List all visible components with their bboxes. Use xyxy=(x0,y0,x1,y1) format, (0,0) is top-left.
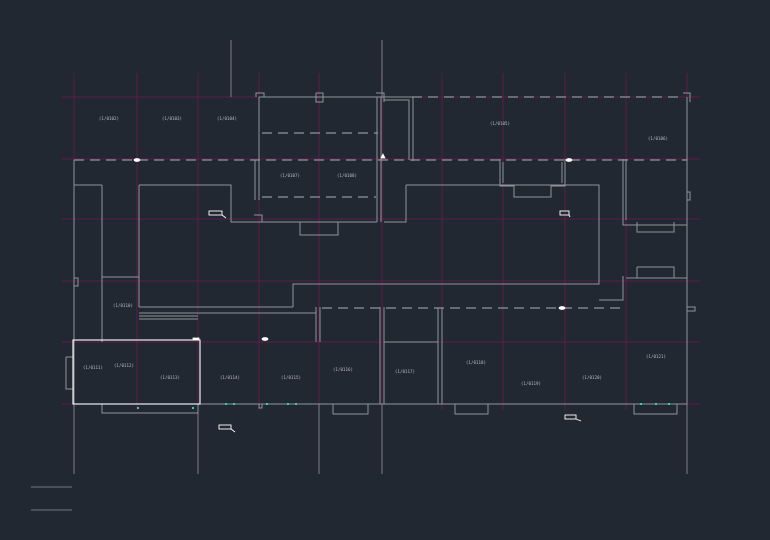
room-label: (1/0121) xyxy=(646,354,666,359)
room-label: (1/0105) xyxy=(490,121,510,126)
room-label: (1/0107) xyxy=(280,173,300,178)
room-labels: (1/0102) (1/0103) (1/0104) (1/0105) (1/0… xyxy=(83,116,668,386)
room-label: (1/0116) xyxy=(333,367,353,372)
room-label: (1/0114) xyxy=(220,375,240,380)
room-label: (1/0106) xyxy=(648,136,668,141)
room-label: (1/0117) xyxy=(395,369,415,374)
room-label: (1/0119) xyxy=(521,381,541,386)
room-label: (1/0108) xyxy=(337,173,357,178)
selected-room-outline[interactable] xyxy=(72,339,201,405)
callout-tags xyxy=(208,210,582,433)
room-label: (1/0112) xyxy=(114,363,134,368)
room-label: (1/0113) xyxy=(160,375,180,380)
room-label: (1/0104) xyxy=(217,116,237,121)
room-label: (1/0118) xyxy=(466,360,486,365)
room-label: (1/0103) xyxy=(162,116,182,121)
room-label: (1/0120) xyxy=(582,375,602,380)
room-label: (1/0111) xyxy=(83,365,103,370)
extension-lines xyxy=(31,40,688,511)
dashed-walls xyxy=(74,96,687,309)
room-label: (1/0115) xyxy=(281,375,301,380)
room-label: (1/0102) xyxy=(99,116,119,121)
symbol-markers xyxy=(133,153,573,341)
room-label: (1/0110) xyxy=(113,303,133,308)
accent-markers xyxy=(137,403,670,409)
walls xyxy=(65,92,696,415)
